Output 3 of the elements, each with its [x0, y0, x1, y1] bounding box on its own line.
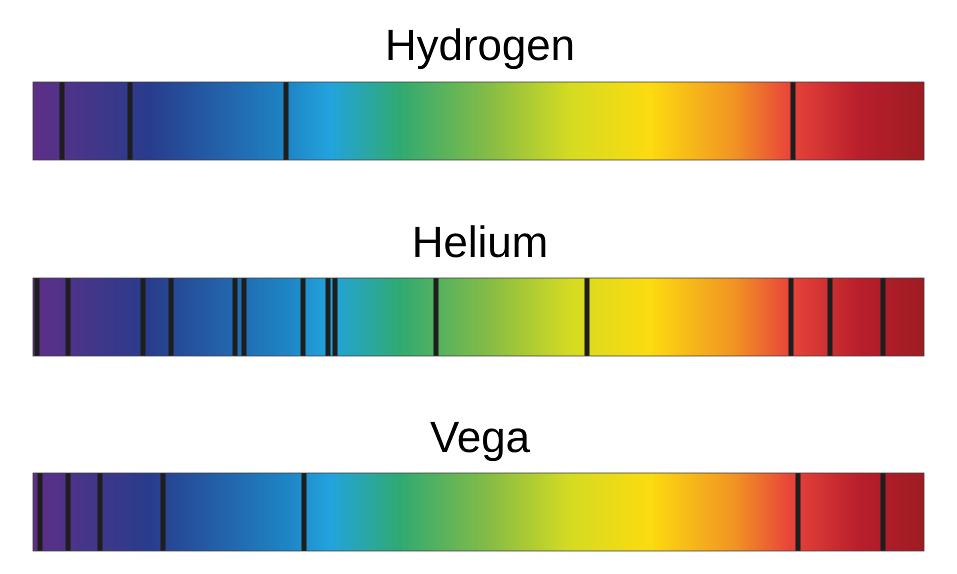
- heading: Helium: [415, 225, 546, 258]
- heading: Hydrogen: [388, 28, 572, 70]
- heading: Vega: [430, 422, 530, 462]
